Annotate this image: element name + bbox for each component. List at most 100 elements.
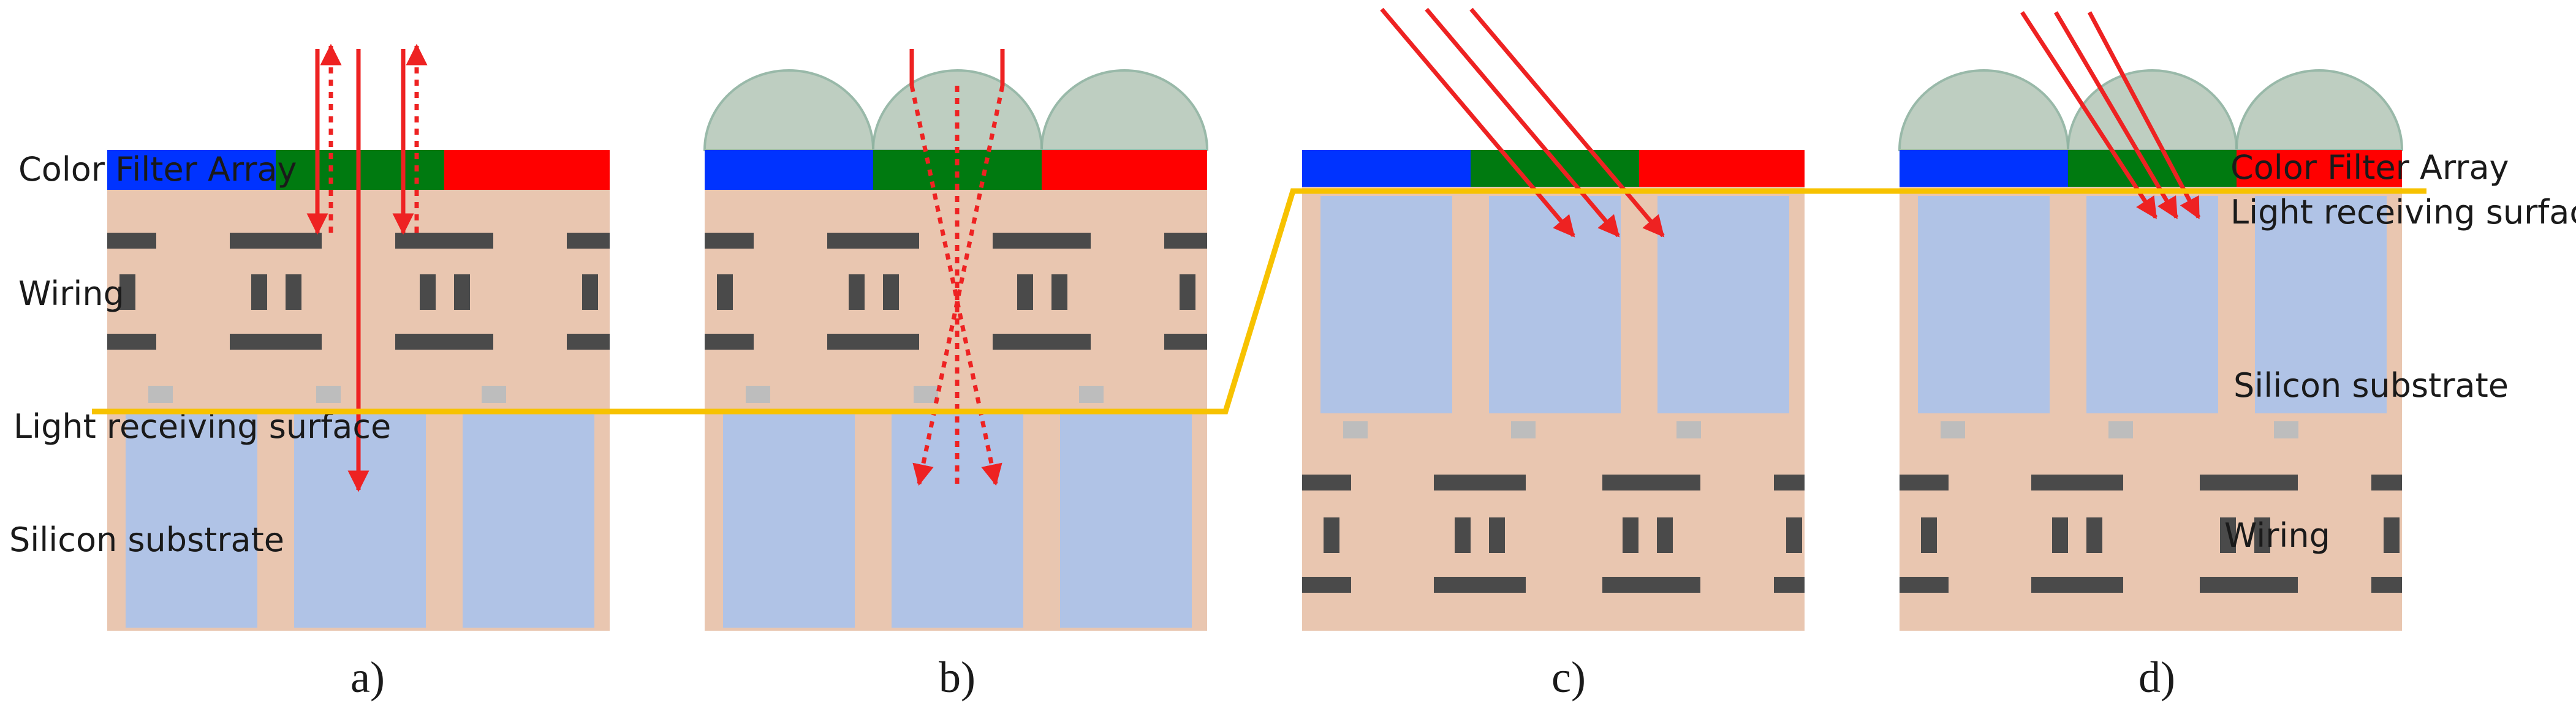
metal-line — [827, 233, 919, 249]
microlens — [703, 69, 875, 151]
metal-line — [1900, 577, 1949, 593]
photodiode — [126, 413, 257, 628]
panel-caption: b) — [939, 653, 975, 702]
metal-line — [1164, 334, 1207, 350]
incident-ray — [2087, 11, 2201, 220]
incident-ray — [2053, 11, 2179, 220]
contact — [1343, 421, 1368, 438]
panel-c: c) — [1302, 7, 1805, 702]
metal-line — [1774, 475, 1805, 490]
wiring-label: Wiring — [2224, 516, 2330, 555]
wiring-layer — [107, 233, 610, 350]
metal-line — [567, 334, 610, 350]
panel-caption: c) — [1551, 653, 1586, 702]
panel-a: Color Filter Array Wiring Light receivin… — [9, 43, 610, 702]
metal-line — [827, 334, 919, 350]
metal-line — [230, 334, 322, 350]
photodiode — [1060, 413, 1192, 628]
incident-ray — [1380, 7, 1575, 238]
metal-via — [1657, 517, 1673, 553]
photodiode — [892, 413, 1023, 628]
metal-via — [2220, 517, 2236, 553]
contact — [746, 386, 770, 403]
panel-caption: a) — [350, 653, 385, 702]
metal-line — [567, 233, 610, 249]
metal-line — [2031, 475, 2123, 490]
metal-via — [1324, 517, 1339, 553]
metal-line — [1434, 577, 1526, 593]
metal-via — [286, 274, 301, 310]
metal-line — [1602, 577, 1700, 593]
metal-via — [251, 274, 267, 310]
wiring-layer — [705, 233, 1207, 350]
photodiode — [1489, 196, 1621, 413]
light-rays — [909, 49, 1005, 486]
photodiode — [463, 413, 594, 628]
photodiodes — [723, 413, 1192, 628]
metal-line — [705, 334, 754, 350]
metal-via — [582, 274, 598, 310]
metal-via — [2086, 517, 2102, 553]
contact — [1676, 421, 1701, 438]
photodiode — [1657, 196, 1789, 413]
metal-via — [2052, 517, 2068, 553]
contact — [1511, 421, 1536, 438]
blue-filter — [705, 150, 873, 190]
photodiode — [723, 413, 855, 628]
photodiode — [2086, 196, 2218, 413]
wiring-layer — [1900, 475, 2402, 593]
metal-via — [2254, 517, 2270, 553]
red-filter — [1042, 150, 1207, 190]
metal-via — [1489, 517, 1505, 553]
metal-line — [1774, 577, 1805, 593]
blue-filter — [1302, 150, 1471, 187]
light-receiving-surface-label: Light receiving surface — [2230, 193, 2576, 231]
panel-caption: d) — [2138, 653, 2175, 702]
red-filter — [444, 150, 610, 190]
silicon-substrate-label: Silicon substrate — [2233, 366, 2509, 405]
light-receiving-surface-line — [92, 188, 2426, 415]
color-filter-array-label: Color Filter Array — [18, 150, 297, 189]
metal-via — [1051, 274, 1067, 310]
light-rays — [306, 43, 428, 492]
metal-via — [1017, 274, 1033, 310]
incident-ray — [2020, 11, 2157, 219]
metal-line — [2371, 577, 2402, 593]
metal-line — [993, 233, 1091, 249]
metal-line — [1900, 475, 1949, 490]
metal-line — [705, 233, 754, 249]
color-filter-array — [1900, 150, 2402, 187]
panel-d: Color Filter Array Light receiving surfa… — [1898, 11, 2576, 702]
red-filter — [2237, 150, 2402, 187]
metal-via — [1180, 274, 1195, 310]
contact — [1079, 386, 1104, 403]
color-filter-array-label: Color Filter Array — [2230, 148, 2509, 187]
microlens — [1898, 69, 2070, 151]
incident-ray — [1469, 7, 1665, 238]
contact — [2108, 421, 2133, 438]
metal-line — [1302, 577, 1351, 593]
green-filter — [1471, 150, 1639, 187]
color-filter-array — [1302, 150, 1805, 187]
metal-via — [849, 274, 865, 310]
contact — [316, 386, 341, 403]
contact — [2274, 421, 2298, 438]
metal-via — [2384, 517, 2400, 553]
metal-line — [2200, 475, 2298, 490]
metal-line — [2200, 577, 2298, 593]
photodiode — [1320, 196, 1452, 413]
contact — [1941, 421, 1965, 438]
microlens — [2066, 69, 2238, 151]
microlens — [2235, 69, 2404, 151]
incident-ray — [1425, 7, 1620, 238]
photodiode — [2255, 196, 2387, 413]
microlenses — [1898, 69, 2404, 151]
metal-line — [107, 233, 156, 249]
metal-line — [1302, 475, 1351, 490]
red-filter — [1639, 150, 1805, 187]
contact — [914, 386, 938, 403]
metal-line — [1434, 475, 1526, 490]
panel-b: b) — [703, 49, 1209, 702]
wiring-layer — [1302, 475, 1805, 593]
